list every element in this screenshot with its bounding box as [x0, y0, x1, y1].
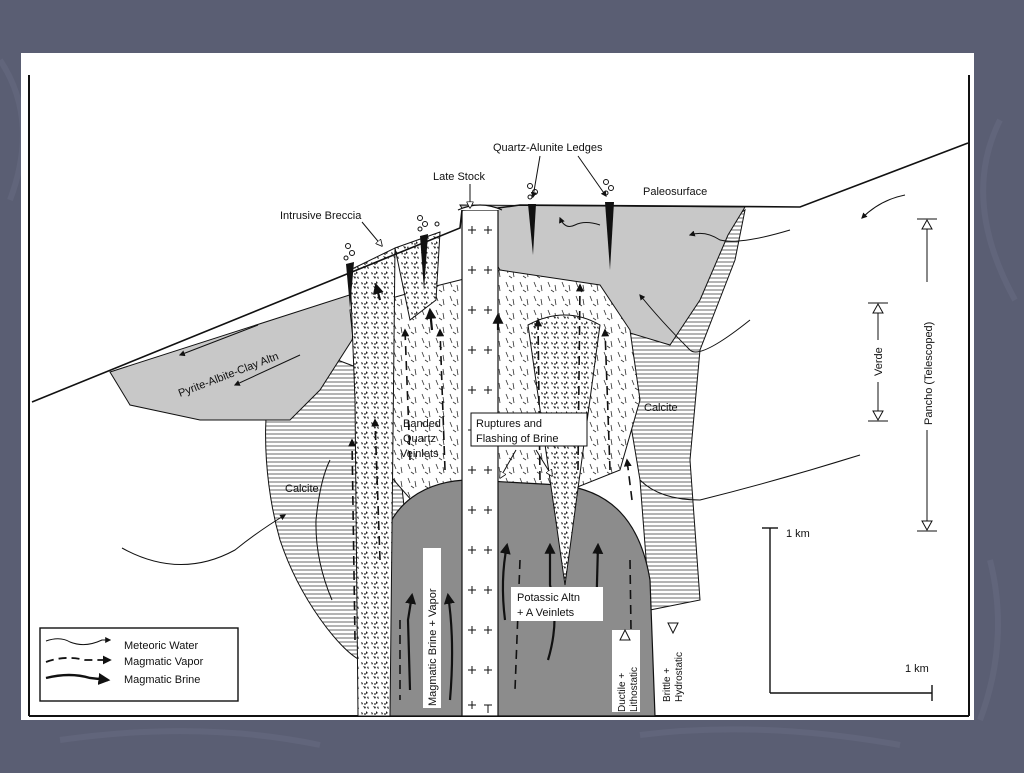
svg-text:Banded: Banded [403, 418, 441, 430]
svg-text:Veinlets: Veinlets [400, 448, 439, 460]
svg-text:Flashing of Brine: Flashing of Brine [476, 433, 559, 445]
label-calcite-left: Calcite [285, 483, 319, 495]
dashed-arrow-icon [45, 655, 112, 665]
label-pancho: Pancho (Telescoped) [923, 322, 935, 425]
magmatic-vapor-flows [348, 283, 633, 701]
label-pointers [361, 155, 607, 478]
intrusive-breccia-pipe [349, 247, 396, 717]
svg-text:+ A Veinlets: + A Veinlets [517, 607, 575, 619]
svg-text:Lithostatic: Lithostatic [629, 667, 640, 712]
scale-horizontal-label: 1 km [905, 663, 929, 675]
verde-bracket [868, 302, 888, 422]
svg-text:Brittle +: Brittle + [662, 668, 673, 702]
legend-item-vapor: Magmatic Vapor [124, 656, 204, 668]
label-brittle-box: Brittle + Hydrostatic [662, 622, 685, 702]
legend-item-meteoric: Meteoric Water [124, 640, 199, 652]
label-ductile-box: Ductile + Lithostatic [612, 628, 640, 712]
legend: Meteoric Water Magmatic Vapor Magmatic B… [39, 627, 239, 702]
meteoric-water-flows [121, 194, 906, 601]
background-texture [0, 58, 1018, 748]
thick-arrow-icon [45, 672, 111, 685]
label-verde: Verde [873, 347, 885, 376]
label-potassic-box: Potassic Altn + A Veinlets [511, 587, 603, 621]
late-stock-body [461, 209, 499, 717]
svg-text:Ductile +: Ductile + [617, 673, 628, 712]
label-intrusive-breccia: Intrusive Breccia [280, 210, 362, 222]
label-late-stock: Late Stock [433, 171, 485, 183]
svg-text:Potassic Altn: Potassic Altn [517, 592, 580, 604]
svg-text:Quartz: Quartz [403, 433, 436, 445]
label-paleosurface: Paleosurface [643, 186, 707, 198]
steam-bubbles-icon [343, 179, 614, 261]
thin-wavy-arrow-icon [45, 637, 112, 646]
legend-item-brine: Magmatic Brine [124, 674, 200, 686]
label-magmatic-brine-vapor-box: Magmatic Brine + Vapor [423, 548, 441, 708]
label-banded-quartz: Banded Quartz Veinlets [400, 418, 441, 460]
svg-text:Hydrostatic: Hydrostatic [674, 652, 685, 702]
quartz-alunite-ledges [346, 202, 614, 308]
label-calcite-right: Calcite [644, 402, 678, 414]
scale-bar [762, 527, 933, 701]
svg-text:Magmatic Brine + Vapor: Magmatic Brine + Vapor [427, 588, 439, 706]
label-quartz-alunite-ledges: Quartz-Alunite Ledges [493, 142, 603, 154]
label-ruptures-box: Ruptures and Flashing of Brine [470, 412, 588, 447]
svg-text:Ruptures and: Ruptures and [476, 418, 542, 430]
pancho-bracket [917, 218, 937, 532]
scale-vertical-label: 1 km [786, 528, 810, 540]
